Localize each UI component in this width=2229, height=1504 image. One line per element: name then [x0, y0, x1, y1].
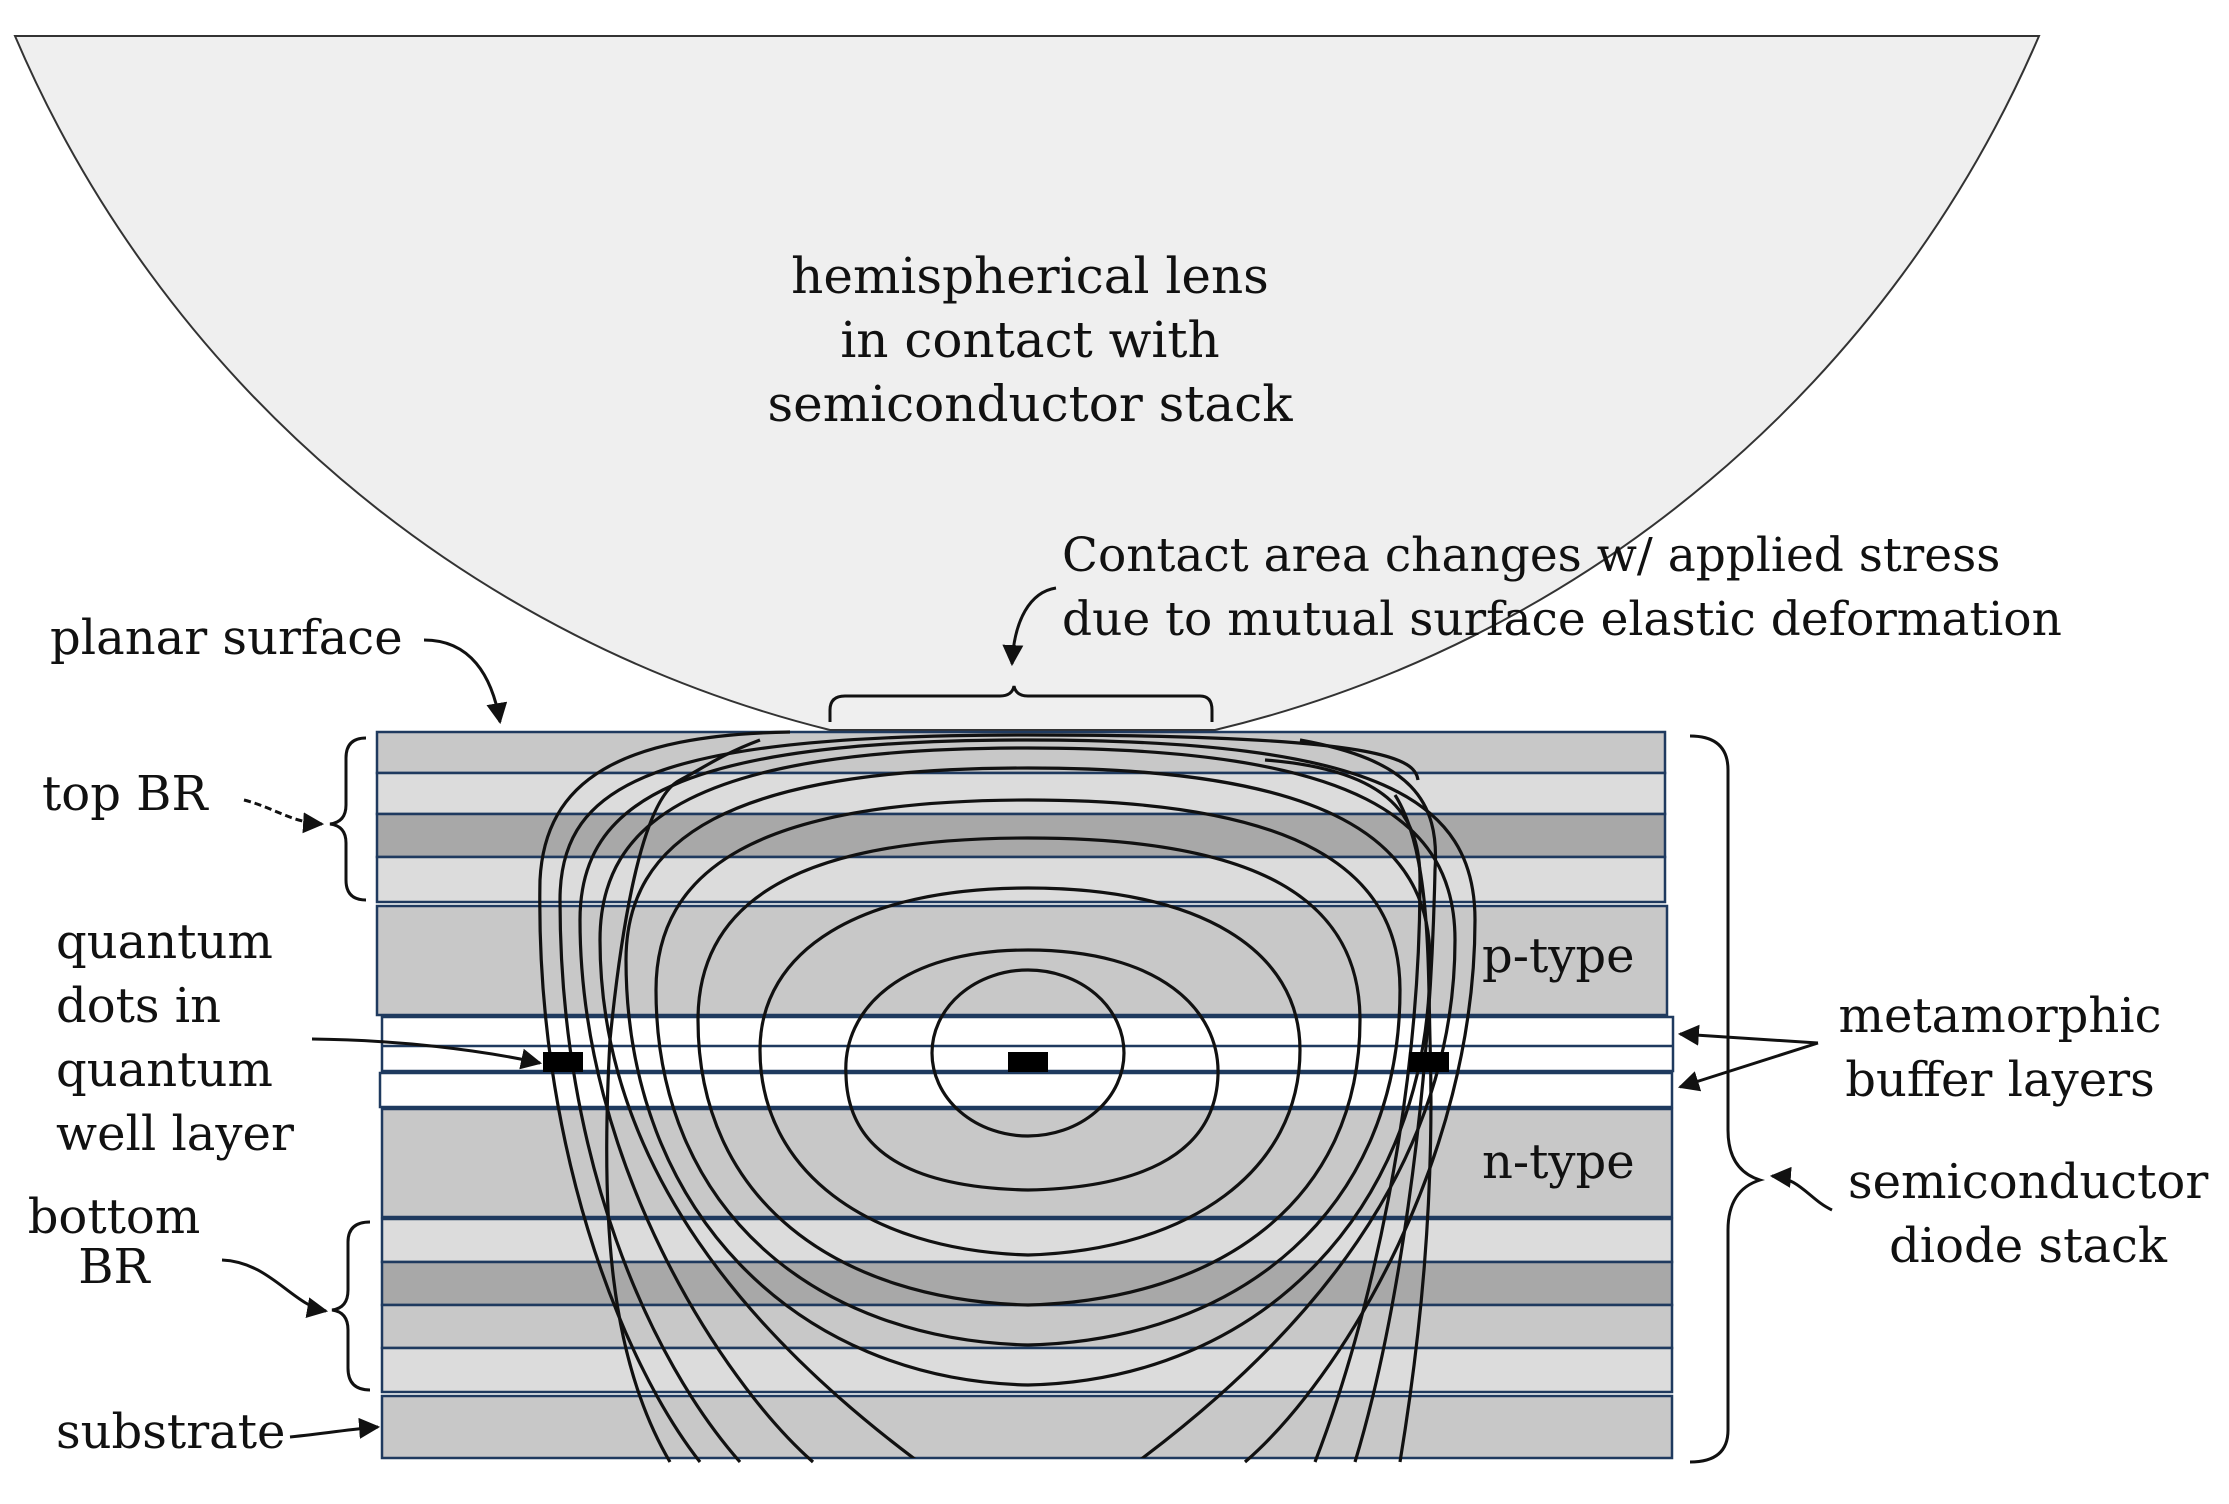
contour-outer-left [605, 738, 761, 1463]
top-br-layer-3 [375, 812, 1667, 859]
quantum-dots [543, 1052, 1449, 1072]
lens-label: hemispherical lens in contact with semic… [760, 244, 1300, 436]
top-br-brace [329, 736, 367, 902]
bottom-br-label: bottom BR [14, 1192, 214, 1292]
contact-area-line-1: Contact area changes w/ applied stress [1062, 528, 2001, 583]
contour-outer-right [1393, 794, 1433, 1463]
quantum-dot-right [1409, 1052, 1449, 1072]
quantum-dots-line-3: quantum [56, 1042, 273, 1098]
contour-2 [844, 948, 1220, 1192]
contour-right-1 [1264, 758, 1422, 1463]
substrate-arrow [289, 1417, 381, 1439]
quantum-dot-left [543, 1052, 583, 1072]
n-type-label: n-type [1482, 1134, 1635, 1190]
lens-label-line-3: semiconductor stack [767, 375, 1293, 433]
metamorphic-line-2: buffer layers [1845, 1052, 2155, 1108]
contact-area-line-2: due to mutual surface elastic deformatio… [1062, 592, 2062, 647]
contact-area-arrow [1002, 586, 1057, 667]
contour-inner [930, 968, 1126, 1138]
bottom-br-arrow [221, 1258, 329, 1319]
diode-stack-label: semiconductor diode stack [1848, 1150, 2208, 1278]
top-br-layer-2 [375, 771, 1667, 816]
hemispherical-lens [13, 35, 2041, 731]
contour-4 [696, 836, 1362, 1307]
contour-10 [538, 730, 791, 1463]
lens-label-line-2: in contact with [840, 311, 1220, 369]
quantum-dot-center [1008, 1052, 1048, 1072]
quantum-dots-line-4: well layer [56, 1106, 294, 1162]
bottom-br-layer-2 [380, 1260, 1674, 1307]
contour-3 [758, 886, 1302, 1257]
quantum-dots-line-2: dots in [56, 978, 222, 1034]
diode-stack-line-2: diode stack [1889, 1218, 2167, 1274]
contour-right-2 [1299, 738, 1438, 1463]
quantum-dots-arrow [311, 1037, 543, 1070]
substrate-label: substrate [56, 1404, 286, 1460]
bottom-br-brace [331, 1220, 371, 1392]
n-type-layer [380, 1107, 1674, 1219]
contour-6 [624, 766, 1432, 1387]
diode-stack-line-1: semiconductor [1848, 1154, 2209, 1210]
top-br-arrow [243, 798, 325, 834]
bottom-br-line-2: BR [78, 1239, 150, 1295]
contour-8 [578, 738, 1477, 1464]
contact-area-label: Contact area changes w/ applied stress d… [1062, 524, 2062, 652]
contact-area-brace [828, 685, 1214, 722]
contour-7 [598, 746, 1457, 1458]
bottom-br-line-1: bottom [27, 1189, 201, 1245]
metamorphic-arrow-upper [1677, 1024, 1819, 1046]
top-br-label: top BR [42, 766, 208, 822]
diode-stack-arrow [1769, 1166, 1833, 1212]
planar-surface-label: planar surface [50, 610, 403, 666]
metamorphic-arrow-lower [1677, 1041, 1819, 1092]
stress-contours [538, 730, 1477, 1464]
p-type-label: p-type [1482, 928, 1635, 984]
substrate-layer [380, 1394, 1674, 1460]
quantum-dots-line-1: quantum [56, 914, 273, 970]
metamorphic-buffer-layer [378, 1071, 1674, 1109]
diode-stack-brace [1689, 734, 1766, 1464]
planar-surface-arrow [423, 638, 508, 725]
lens-label-line-1: hemispherical lens [791, 247, 1269, 305]
quantum-dots-label: quantum dots in quantum well layer [56, 910, 294, 1166]
contour-5 [654, 798, 1402, 1347]
bottom-br-layer-3 [380, 1303, 1674, 1350]
metamorphic-label: metamorphic buffer layers [1820, 984, 2180, 1112]
metamorphic-line-1: metamorphic [1838, 988, 2162, 1044]
